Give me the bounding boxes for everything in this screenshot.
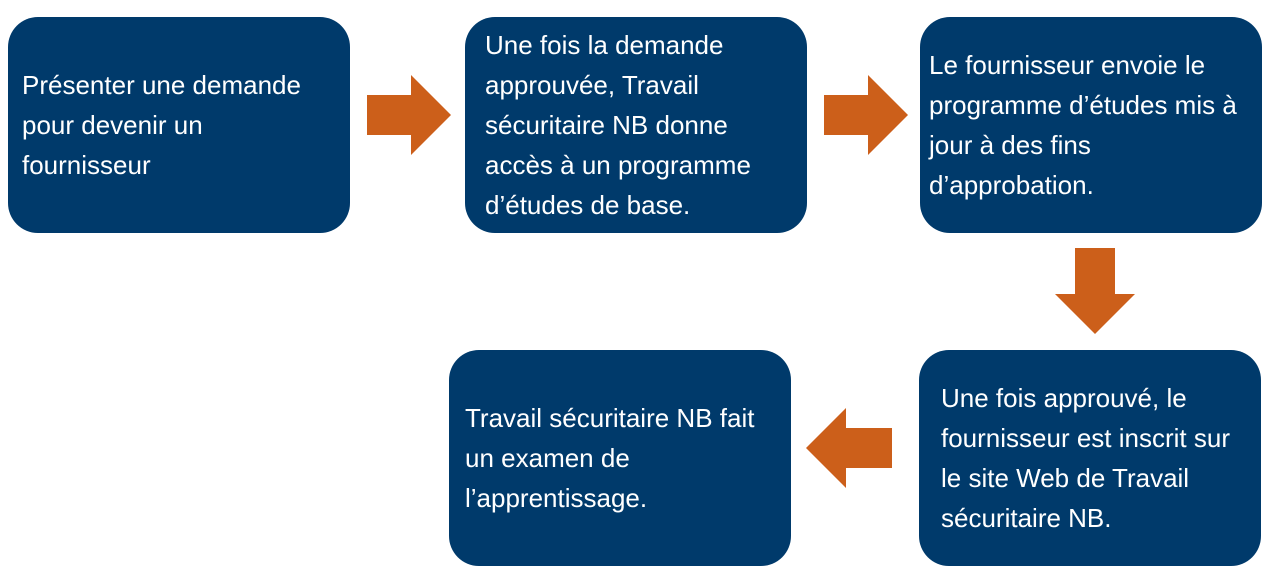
arrow-right-icon [824, 75, 908, 155]
step-text-5: Travail sécuritaire NB fait un examen de… [465, 403, 755, 513]
arrow-shape [367, 75, 451, 155]
arrow-shape [824, 75, 908, 155]
arrow-left-icon [806, 408, 892, 488]
step-text-3: Le fournisseur envoie le programme d’étu… [929, 50, 1237, 200]
step-text-1: Présenter une demande pour devenir un fo… [22, 70, 301, 180]
step-box-1: Présenter une demande pour devenir un fo… [8, 17, 350, 233]
step-box-2: Une fois la demande approuvée, Travail s… [465, 17, 807, 233]
step-box-5: Travail sécuritaire NB fait un examen de… [449, 350, 791, 566]
step-box-4: Une fois approuvé, le fournisseur est in… [919, 350, 1261, 566]
step-text-4: Une fois approuvé, le fournisseur est in… [941, 383, 1230, 533]
arrow-shape [806, 408, 892, 488]
arrow-down-icon [1055, 248, 1135, 334]
step-box-3: Le fournisseur envoie le programme d’étu… [920, 17, 1262, 233]
arrow-right-icon [367, 75, 451, 155]
arrow-shape [1055, 248, 1135, 334]
step-text-2: Une fois la demande approuvée, Travail s… [485, 30, 751, 220]
